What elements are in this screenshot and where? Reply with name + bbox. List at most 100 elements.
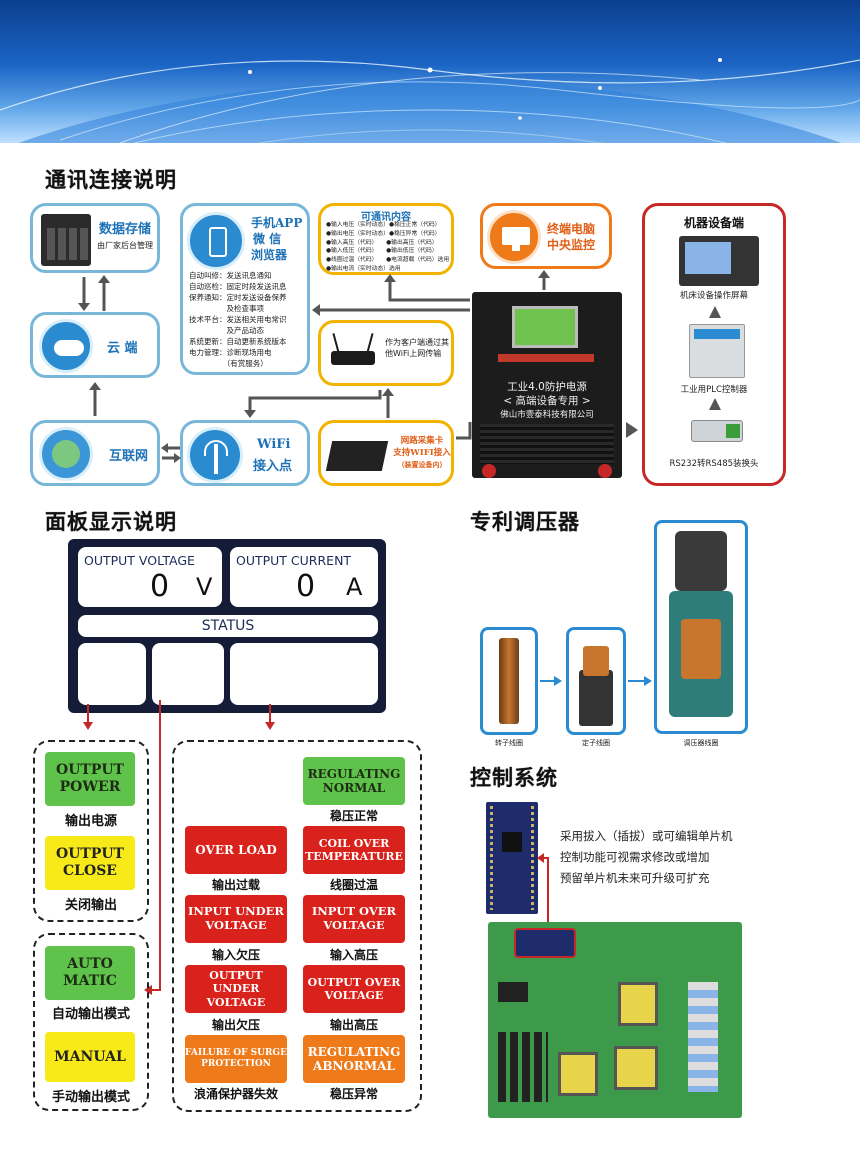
panel-red-arrows	[83, 700, 275, 995]
wifi-box: WiFi 接入点	[180, 420, 310, 486]
internet-title: 互联网	[109, 449, 149, 464]
arrow-device-content	[384, 274, 470, 302]
wifi-title-1: WiFi	[257, 437, 291, 452]
plc-image	[689, 324, 745, 378]
current-value: 0	[296, 569, 316, 604]
arrow-board-module	[537, 853, 549, 928]
caption-output-over-voltage: 输出高压	[329, 1018, 378, 1032]
current-label: OUTPUT CURRENT	[236, 553, 352, 568]
content-list: ●输入电压（实时动态）●稳压正常（代码）●输出电压（实时动态）●稳压异常（代码）…	[326, 222, 450, 272]
mode-indicator-group	[33, 933, 149, 1111]
caption-input-over-voltage: 输入高压	[329, 948, 378, 962]
card-box: 网路采集卡支持WIFI接入（装置设备内）	[318, 420, 454, 486]
wifi-title-2: 接入点	[253, 459, 293, 474]
status-slot-1	[78, 643, 146, 705]
computer-icon	[487, 210, 541, 264]
indicator-regulating-abnormal: REGULATING ABNORMAL	[303, 1035, 405, 1083]
indicator-over-load: OVER LOAD	[185, 826, 287, 874]
voltage-display: OUTPUT VOLTAGE 0 V	[78, 547, 222, 607]
wifi-tower-icon	[187, 427, 243, 483]
cabinet-screen	[512, 306, 578, 348]
router-box: 作为客户端通过其他WiFi上网传输	[318, 320, 454, 386]
control-board-image	[488, 922, 742, 1118]
power-indicator-group	[33, 740, 149, 922]
cloud-icon	[39, 319, 93, 373]
stator-coil-image	[566, 627, 626, 735]
arrow-device-machine	[626, 422, 638, 438]
connection-arrows-center	[244, 304, 470, 418]
rotor-coil-image	[480, 627, 538, 735]
arrows-wifi-internet	[161, 443, 181, 463]
indicator-input-over-voltage: INPUT OVER VOLTAGE	[303, 895, 405, 943]
section-title-panel: 面板显示说明	[45, 510, 177, 534]
current-unit: A	[346, 573, 363, 601]
indicator-regulating-normal: REGULATING NORMAL	[303, 757, 405, 805]
power-cabinet: 工业4.0防护电源 < 高端设备专用 > 佛山市壹泰科技有限公司	[472, 292, 622, 478]
status-slot-3	[230, 643, 378, 705]
indicator-output-power: OUTPUT POWER	[45, 752, 135, 806]
caption-output-under-voltage: 输出欠压	[211, 1018, 260, 1032]
app-box: 手机APP 微 信 浏览器 自动叫修：发送讯息通知自动巡检：固定时段发送讯息保养…	[180, 203, 310, 375]
arrows-storage-cloud	[78, 275, 110, 311]
router-icon	[331, 351, 375, 365]
server-icon	[41, 214, 91, 266]
section-title-regulator: 专利调压器	[470, 510, 580, 534]
stator-caption: 定子线圈	[582, 739, 610, 747]
cnc-screen-image	[679, 236, 759, 286]
storage-sub: 由厂家后台管理	[97, 241, 153, 250]
machine-item-2: 工业用PLC控制器	[680, 385, 748, 395]
header-banner	[0, 0, 860, 143]
cloud-title: 云 端	[107, 341, 138, 356]
caption-regulating-abnormal: 稳压异常	[329, 1087, 378, 1101]
caption-surge-failure: 浪涌保护器失效	[193, 1087, 278, 1101]
storage-box: 数据存储 由厂家后台管理	[30, 203, 160, 273]
status-slot-2	[152, 643, 224, 705]
caption-manual: 手动输出模式	[51, 1090, 130, 1105]
app-title-1: 手机APP	[251, 216, 303, 230]
control-description: 采用拔入（插拔）或可编辑单片机 控制功能可视需求修改或增加 预留单片机未来可升级…	[560, 829, 733, 885]
terminal-title-1: 终端电脑	[547, 222, 596, 236]
machine-box: 机器设备端 机床设备操作屏幕 工业用PLC控制器 RS232转RS485装换头	[642, 203, 786, 486]
arrow-device-card	[456, 422, 472, 440]
voltage-value: 0	[150, 569, 170, 604]
indicator-output-close: OUTPUT CLOSE	[45, 836, 135, 890]
app-title-2: 微 信	[253, 232, 282, 246]
indicator-output-over-voltage: OUTPUT OVER VOLTAGE	[303, 965, 405, 1013]
voltage-unit: V	[196, 573, 213, 601]
caption-output-power: 输出电源	[64, 814, 117, 829]
arrow-internet-cloud	[89, 382, 101, 416]
content-box: 可通讯内容 ●输入电压（实时动态）●稳压正常（代码）●输出电压（实时动态）●稳压…	[318, 203, 454, 275]
storage-title: 数据存储	[99, 222, 152, 237]
regulator-coil-image	[654, 520, 748, 734]
indicator-input-under-voltage: INPUT UNDER VOLTAGE	[185, 895, 287, 943]
caption-regulating-normal: 稳压正常	[329, 809, 378, 823]
current-display: OUTPUT CURRENT 0 A	[230, 547, 378, 607]
indicator-output-under-voltage: OUTPUT UNDER VOLTAGE	[185, 965, 287, 1013]
arrow-rotor-stator	[540, 676, 562, 686]
cloud-box: 云 端	[30, 312, 160, 378]
caption-automatic: 自动输出模式	[51, 1007, 130, 1022]
display-panel: OUTPUT VOLTAGE 0 V OUTPUT CURRENT 0 A ST…	[68, 539, 386, 713]
rotor-caption: 转子线圈	[495, 739, 523, 747]
machine-title: 机器设备端	[683, 216, 744, 230]
arrow-up-1	[709, 306, 721, 318]
caption-over-load: 输出过载	[211, 878, 260, 892]
terminal-title-2: 中央监控	[547, 238, 596, 252]
app-feature-list: 自动叫修：发送讯息通知自动巡检：固定时段发送讯息保养通知：定时发送设备保养 及检…	[189, 271, 287, 368]
mcu-module-image	[486, 802, 538, 914]
internet-box: 互联网	[30, 420, 160, 486]
collector-card-icon	[325, 441, 389, 471]
status-bar: STATUS	[78, 615, 378, 637]
caption-coil-over-temperature: 线圈过温	[329, 878, 378, 892]
caption-output-close: 关闭输出	[64, 898, 117, 913]
indicator-coil-over-temperature: COIL OVER TEMPERATURE	[303, 826, 405, 874]
arrow-up-2	[709, 398, 721, 410]
router-desc: 作为客户端通过其他WiFi上网传输	[385, 338, 449, 358]
regulator-coil-caption: 调压器线圈	[683, 739, 719, 747]
fault-indicator-group	[172, 740, 422, 1112]
rs232-converter-image	[691, 420, 743, 442]
globe-network-graphic	[0, 58, 860, 143]
indicator-automatic: AUTO MATIC	[45, 946, 135, 1000]
terminal-box: 终端电脑 中央监控	[480, 203, 612, 269]
cabinet-label: 工业4.0防护电源 < 高端设备专用 > 佛山市壹泰科技有限公司	[500, 381, 594, 420]
